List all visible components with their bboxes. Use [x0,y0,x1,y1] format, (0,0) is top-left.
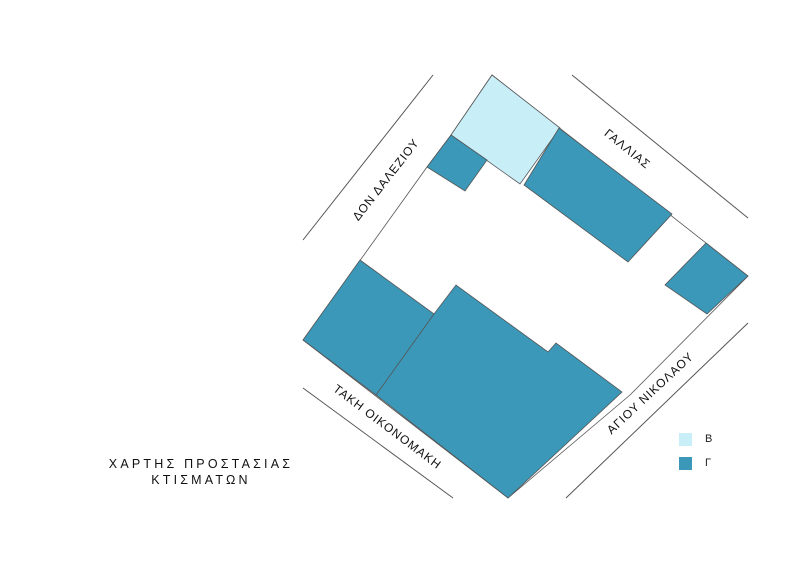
legend-swatch-b [679,432,692,446]
building-partition-line [375,313,435,396]
building-category-g-north[interactable] [523,127,673,263]
street-label-don-daleziou: ΔΟΝ ΔΑΛΕΖΙΟΥ [350,136,423,223]
building-category-g-south-large[interactable] [302,259,623,499]
street-line-don-daleziou [302,74,434,241]
building-category-b[interactable] [450,74,561,185]
street-line-taki-oikonomaki [302,387,454,499]
map-title-line-1: ΧΑΡΤΗΣ ΠΡΟΣΤΑΣΙΑΣ [108,457,294,471]
legend-item-g: Γ [679,451,712,475]
street-line-gallias [571,74,749,219]
map-title-line-2: ΚΤΙΣΜΑΤΩΝ [151,473,251,487]
street-line-agiou-nikolaou [565,322,749,499]
legend-swatch-g [679,456,692,470]
legend: Β Γ [679,427,712,475]
building-category-g-small-west[interactable] [426,134,488,192]
street-label-gallias: ΓΑΛΛΙΑΣ [602,126,654,172]
legend-label-g: Γ [705,457,712,469]
legend-label-b: Β [705,433,713,445]
map-title: ΧΑΡΤΗΣ ΠΡΟΣΤΑΣΙΑΣ ΚΤΙΣΜΑΤΩΝ [96,456,306,488]
legend-item-b: Β [679,427,712,451]
building-category-g-east-corner[interactable] [664,242,749,315]
